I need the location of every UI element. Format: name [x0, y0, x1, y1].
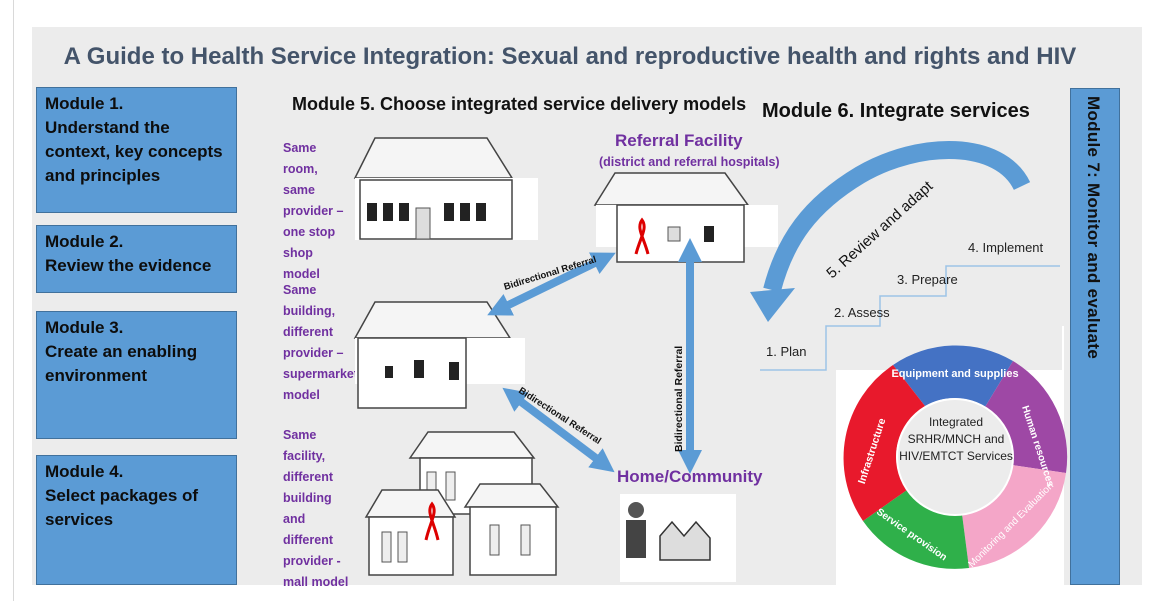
top-margin: [0, 0, 1153, 20]
wheel-center-label: Integrated SRHR/MNCH and HIV/EMTCT Servi…: [899, 415, 1013, 463]
model-one-stop-text: Same room, same provider – one stop shop…: [283, 141, 344, 281]
step-assess: 2. Assess: [834, 305, 890, 320]
module-2-label: Module 2. Review the evidence: [45, 232, 212, 275]
model-supermarket-label: Same building, different provider – supe…: [283, 280, 358, 406]
module-1-label: Module 1. Understand the context, key co…: [45, 94, 223, 185]
module-7-bar: [1070, 88, 1120, 585]
left-guide-line: [13, 0, 14, 601]
page-title: A Guide to Health Service Integration: S…: [63, 43, 1077, 70]
model-mall-text: Same facility, different building and di…: [283, 428, 349, 589]
step-plan: 1. Plan: [766, 344, 807, 359]
module-2-box: Module 2. Review the evidence: [36, 225, 237, 293]
module-7-title: Module 7: Monitor and evaluate: [1084, 96, 1103, 360]
referral-facility-title: Referral Facility: [615, 131, 743, 150]
home-community-label: Home/Community: [617, 467, 763, 486]
module-4-box: Module 4. Select packages of services: [36, 455, 237, 585]
step-implement: 4. Implement: [968, 240, 1044, 255]
module-6-title: Module 6. Integrate services: [762, 100, 1030, 122]
model-mall-label: Same facility, different building and di…: [283, 425, 355, 593]
module-4-label: Module 4. Select packages of services: [45, 462, 199, 529]
model-supermarket-text: Same building, different provider – supe…: [283, 283, 359, 402]
module-3-label: Module 3. Create an enabling environment: [45, 318, 198, 385]
module-1-box: Module 1. Understand the context, key co…: [36, 87, 237, 213]
model-one-stop-label: Same room, same provider – one stop shop…: [283, 138, 353, 285]
step-prepare: 3. Prepare: [897, 272, 958, 287]
module-3-box: Module 3. Create an enabling environment: [36, 311, 237, 439]
module-5-title: Module 5. Choose integrated service deli…: [292, 94, 747, 114]
referral-facility-subtitle: (district and referral hospitals): [599, 155, 780, 169]
